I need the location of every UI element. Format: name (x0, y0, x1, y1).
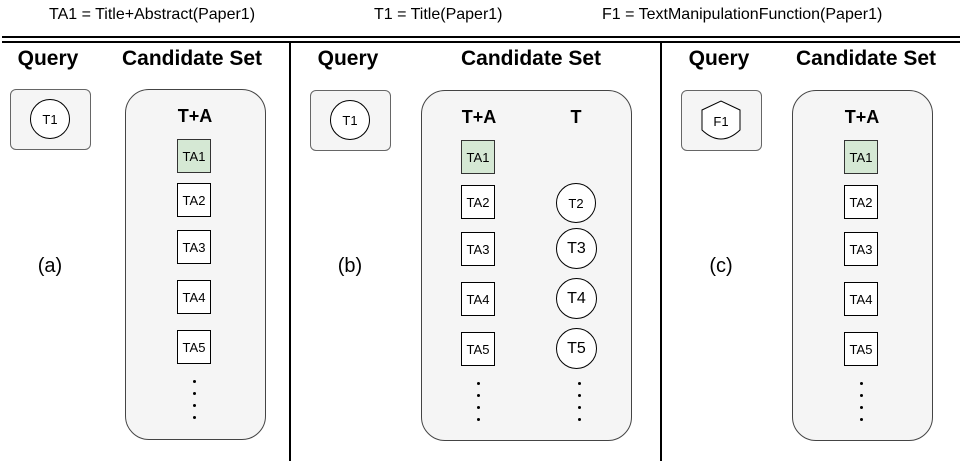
ellipsis-icon (578, 382, 582, 430)
item-label: TA1 (182, 148, 206, 164)
item-label: T4 (567, 289, 586, 307)
candidate-ta-item: TA2 (177, 183, 211, 217)
top-divider (2, 36, 960, 38)
panel-divider-ab (289, 42, 291, 461)
item-label: T3 (567, 239, 586, 257)
candidate-ta-item-match: TA1 (461, 140, 495, 174)
candidate-ta-item: TA2 (844, 185, 878, 219)
function-shape-icon: F1 (700, 100, 742, 142)
candidate-ta-item: TA3 (844, 232, 878, 266)
candidate-ta-item: TA3 (177, 230, 211, 264)
item-label: TA4 (849, 291, 873, 307)
candidate-ta-item: TA5 (844, 332, 878, 366)
item-label: TA2 (182, 192, 206, 208)
item-label: TA5 (466, 341, 490, 357)
query-heading: Query (317, 47, 379, 70)
query-item-label: T1 (342, 112, 358, 128)
column-header-ta: T+A (461, 107, 497, 127)
candidate-ta-item: TA4 (844, 282, 878, 316)
query-heading: Query (688, 47, 750, 70)
column-header-t: T (570, 107, 582, 127)
legend-ta1: TA1 = Title+Abstract(Paper1) (49, 6, 256, 23)
item-label: TA3 (182, 239, 206, 255)
item-label: TA5 (849, 341, 873, 357)
candidate-ta-item: TA2 (461, 185, 495, 219)
panel-label: (b) (337, 255, 363, 277)
candidate-ta-item-match: TA1 (177, 139, 211, 173)
top-divider-second (2, 41, 960, 43)
candidate-set-heading: Candidate Set (460, 47, 602, 70)
item-label: TA4 (466, 291, 490, 307)
item-label: TA2 (849, 194, 873, 210)
item-label: T5 (567, 339, 586, 357)
legend-f1: F1 = TextManipulationFunction(Paper1) (602, 6, 883, 23)
panel-label: (c) (709, 255, 733, 277)
query-heading: Query (17, 47, 79, 70)
ellipsis-icon (860, 382, 864, 430)
candidate-t-item: T4 (556, 278, 597, 319)
candidate-t-item: T3 (556, 228, 597, 269)
column-header-ta: T+A (844, 107, 880, 127)
item-label: TA3 (849, 241, 873, 257)
candidate-t-item: T2 (556, 183, 596, 223)
candidate-set-heading: Candidate Set (121, 47, 263, 70)
candidate-t-item: T5 (556, 328, 597, 369)
query-item-label: F1 (713, 114, 729, 129)
item-label: TA5 (182, 339, 206, 355)
item-label: TA1 (849, 149, 873, 165)
candidate-ta-item: TA4 (177, 280, 211, 314)
candidate-set-box (421, 90, 632, 441)
column-header-ta: T+A (177, 106, 213, 126)
candidate-ta-item: TA3 (461, 232, 495, 266)
item-label: TA2 (466, 194, 490, 210)
ellipsis-icon (477, 382, 481, 430)
item-label: TA1 (466, 149, 490, 165)
item-label: T2 (568, 195, 584, 211)
candidate-set-heading: Candidate Set (795, 47, 937, 70)
candidate-ta-item: TA5 (177, 330, 211, 364)
ellipsis-icon (193, 380, 197, 428)
candidate-ta-item-match: TA1 (844, 140, 878, 174)
candidate-ta-item: TA5 (461, 332, 495, 366)
query-title-circle: T1 (30, 99, 70, 139)
item-label: TA4 (182, 289, 206, 305)
legend-t1: T1 = Title(Paper1) (374, 6, 503, 23)
candidate-ta-item: TA4 (461, 282, 495, 316)
panel-divider-bc (660, 42, 662, 461)
item-label: TA3 (466, 241, 490, 257)
panel-label: (a) (37, 255, 63, 277)
query-title-circle: T1 (330, 100, 370, 140)
query-item-label: T1 (42, 111, 58, 127)
query-box (681, 90, 762, 151)
